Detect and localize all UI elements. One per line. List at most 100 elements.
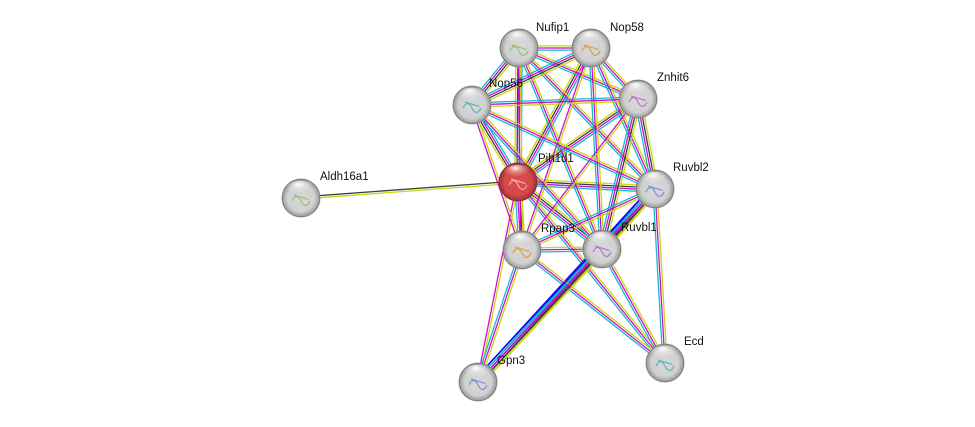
node-label-aldh16a1: Aldh16a1 [320,171,369,183]
node-ecd[interactable]: Ecd [645,336,704,383]
edge-line-textmining [519,45,640,98]
edge-line-experiments [590,47,603,250]
edge-pih1d1-ecd[interactable] [515,180,668,365]
node-nufip1[interactable]: Nufip1 [499,22,569,68]
edge-rpap3-gpn3[interactable] [475,249,525,383]
node-gpn3[interactable]: Gpn3 [458,355,525,402]
node-rpap3[interactable]: Rpap3 [502,223,575,270]
node-gloss [650,345,680,364]
edge-line-textmining [472,104,524,250]
node-aldh16a1[interactable]: Aldh16a1 [281,171,369,218]
node-ruvbl2[interactable]: Ruvbl2 [635,162,709,209]
edge-line-databases [517,49,638,102]
node-gloss [576,30,606,48]
edge-rpap3-ecd[interactable] [520,247,667,366]
node-gloss [640,171,670,189]
edge-line-textmining [522,247,667,362]
edge-ruvbl1-ecd[interactable] [599,247,668,365]
edge-line-experiments [520,97,638,250]
edge-znhit6-nop56[interactable] [471,96,639,108]
edge-line-experiments [470,105,522,251]
edge-nop58-rpap3[interactable] [520,47,593,251]
edge-line-textmining [514,47,517,182]
edge-line-databases [470,106,655,192]
node-label-pih1d1: Pih1d1 [538,153,574,165]
edge-line-experiments [517,181,666,364]
edge-line-databases [652,189,664,364]
edge-nop58-nop56[interactable] [470,44,593,109]
edge-ruvbl2-ecd[interactable] [652,188,668,364]
edge-line-experiments [471,46,591,105]
node-ruvbl1[interactable]: Ruvbl1 [582,222,657,269]
edge-line-textmining [515,95,637,180]
edge-line-coexpression [479,249,605,384]
edge-line-textmining [656,188,668,363]
edge-nop56-rpap3[interactable] [470,104,524,251]
node-gloss [504,30,534,48]
edge-line-textmining [479,250,525,383]
node-label-ruvbl2: Ruvbl2 [673,162,709,174]
edge-line-databases [475,249,521,382]
edge-nufip1-znhit6[interactable] [517,45,640,102]
node-label-gpn3: Gpn3 [497,355,525,367]
edge-ruvbl2-rpap3[interactable] [520,186,657,253]
edge-line-textmining [519,180,668,363]
edge-line-textmining [522,99,640,252]
edge-line-experiments [471,104,603,250]
edge-line-coexpression [472,48,592,107]
edge-line-experiments [521,188,656,251]
node-label-znhit6: Znhit6 [657,72,689,84]
edge-nop56-ruvbl2[interactable] [470,102,657,192]
node-nop56[interactable]: Nop56 [452,78,523,125]
node-label-nop56: Nop56 [489,78,523,90]
edge-line-textmining [603,247,668,363]
edge-line-textmining [473,50,593,109]
edge-line-textmining [473,103,605,249]
edge-line-databases [517,184,655,193]
edge-line-databases [520,186,655,249]
edge-line-experiments [518,47,656,190]
edge-line-textmining [518,178,656,187]
node-gloss [503,164,533,182]
edge-line-experiments [477,249,523,383]
edge-line-cooccurrence [474,245,600,380]
edge-line-experiments [471,98,639,106]
edge-line-databases [470,44,590,103]
node-label-rpap3: Rpap3 [541,223,575,235]
edge-line-databases [471,96,638,104]
edge-line-textmining [520,46,605,249]
edge-line-textmining [478,182,520,383]
node-gloss [507,232,537,250]
edge-line-textmining [519,47,524,250]
edge-line-experiments [477,248,603,383]
edge-line-experiments [520,47,591,250]
edge-line-textmining [301,182,519,200]
node-label-ecd: Ecd [684,336,704,348]
edge-line-textmining [472,102,657,188]
edge-line-experiments [590,47,656,190]
node-label-nufip1: Nufip1 [536,22,569,34]
edge-ruvbl1-gpn3[interactable] [474,245,606,386]
edge-line-experiments [600,98,638,249]
edge-line-coexpression [516,47,591,182]
edge-line-coexpression [602,99,640,250]
edge-pih1d1-gpn3[interactable] [476,181,520,383]
node-nop58[interactable]: Nop58 [571,22,644,68]
edge-pih1d1-aldh16a1[interactable] [300,180,519,200]
edge-line-databases [516,48,601,251]
edge-line-databases [515,182,664,365]
edge-line-textmining [522,48,593,251]
node-pih1d1[interactable]: Pih1d1 [498,153,574,202]
edge-line-experiments [654,188,666,364]
node-znhit6[interactable]: Znhit6 [618,72,689,119]
edge-line-experiments [518,47,639,100]
edge-znhit6-rpap3[interactable] [520,97,640,252]
node-gloss [623,81,653,99]
edge-line-textmining [522,190,657,253]
edge-line-databases [475,247,601,382]
node-gloss [463,364,493,383]
edge-line-experiments [476,181,518,382]
node-gloss [457,87,487,105]
